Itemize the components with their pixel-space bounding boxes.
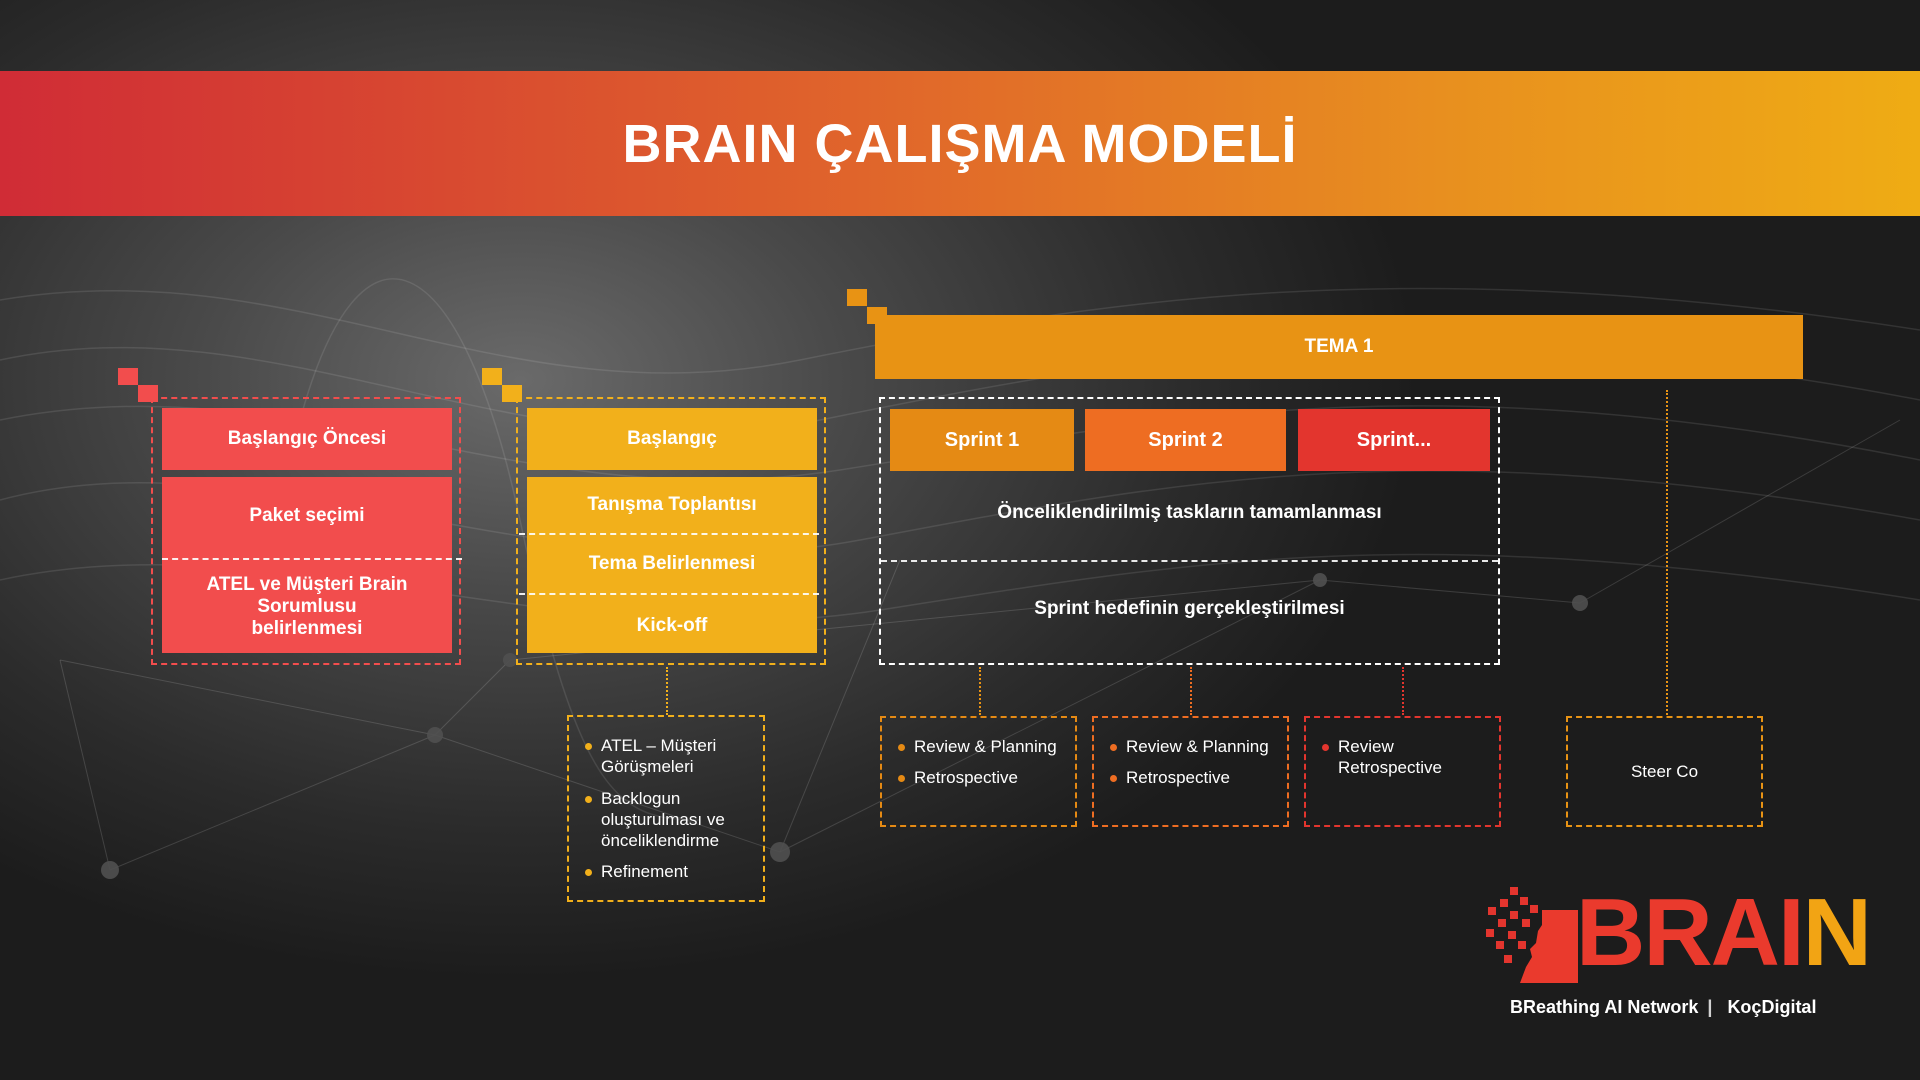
koc-digital-logo: KoçDigital <box>1727 997 1817 1017</box>
event-item: Retrospective <box>1110 767 1277 788</box>
sprint-1: Sprint 1 <box>890 409 1074 471</box>
note-item: Backlogun oluşturulması ve önceliklendir… <box>585 788 753 852</box>
sprint-3: Sprint... <box>1298 409 1490 471</box>
divider <box>519 533 819 535</box>
sprint-2-events: Review & Planning Retrospective <box>1092 716 1289 827</box>
divider <box>519 593 819 595</box>
note-item: Refinement <box>585 861 753 882</box>
pre-start-body <box>162 477 452 653</box>
pre-start-header: Başlangıç Öncesi <box>162 408 452 470</box>
owner-assignment: ATEL ve Müşteri Brain Sorumlusu belirlen… <box>206 574 408 639</box>
theme-definition: Tema Belirlenmesi <box>588 553 756 575</box>
divider <box>881 560 1498 562</box>
divider <box>162 558 462 560</box>
event-item: Review Retrospective <box>1322 736 1478 779</box>
connector <box>1190 667 1192 715</box>
sprint-2: Sprint 2 <box>1085 409 1286 471</box>
theme-bar: TEMA 1 <box>875 315 1803 379</box>
sprint-3-events: Review Retrospective <box>1304 716 1501 827</box>
connector <box>666 667 668 715</box>
start-frame <box>516 397 826 665</box>
sprint-1-events: Review & Planning Retrospective <box>880 716 1077 827</box>
connector <box>1666 390 1668 715</box>
connector <box>979 667 981 715</box>
title-banner: BRAIN ÇALIŞMA MODELİ <box>0 71 1920 216</box>
sprint-row-1: Önceliklendirilmiş taskların tamamlanmas… <box>997 502 1382 523</box>
brain-logo: BRAIN BReathing AI Network | KoçDigital <box>1480 879 1872 1025</box>
pixel-decoration <box>847 289 867 306</box>
event-item: Review & Planning <box>1110 736 1277 757</box>
sprint-row-2: Sprint hedefinin gerçekleştirilmesi <box>1034 598 1345 619</box>
pre-start-frame <box>151 397 461 665</box>
steerco-box: Steer Co <box>1566 716 1763 827</box>
sprints-frame <box>879 397 1500 665</box>
start-header: Başlangıç <box>527 408 817 470</box>
page-title: BRAIN ÇALIŞMA MODELİ <box>622 113 1298 174</box>
note-item: ATEL – Müşteri Görüşmeleri <box>585 735 753 778</box>
pixel-head-icon <box>1486 887 1578 983</box>
start-body <box>527 477 817 653</box>
connector <box>1402 667 1404 715</box>
pixel-decoration <box>482 368 502 385</box>
kick-off: Kick-off <box>636 614 708 636</box>
brain-wordmark: BRAIN <box>1576 879 1872 986</box>
steerco-label: Steer Co <box>1630 761 1699 781</box>
pixel-decoration <box>118 368 138 385</box>
logo-tagline: BReathing AI Network | KoçDigital <box>1510 997 1817 1017</box>
event-item: Retrospective <box>898 767 1065 788</box>
start-notes-box: ATEL – Müşteri Görüşmeleri Backlogun olu… <box>567 715 765 902</box>
event-item: Review & Planning <box>898 736 1065 757</box>
intro-meeting: Tanışma Toplantısı <box>587 494 757 516</box>
package-selection: Paket seçimi <box>249 505 365 527</box>
